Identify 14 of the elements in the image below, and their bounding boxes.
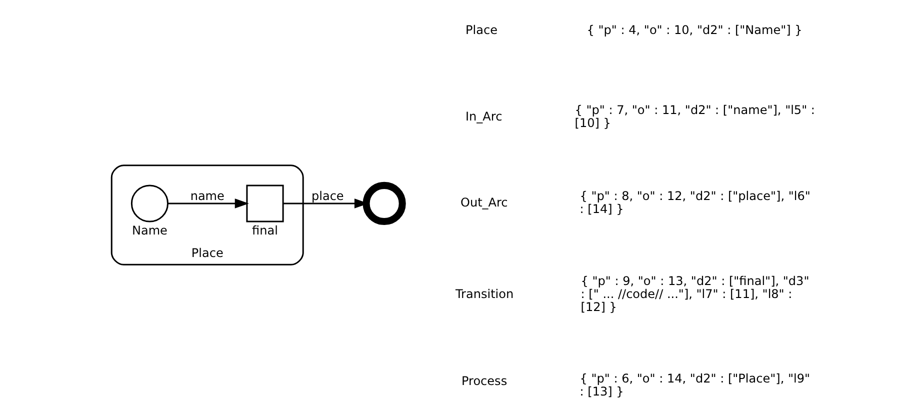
label: { "p" : 7, "o" : 11, "d2" : ["name"], "l5" : [10] } xyxy=(574,102,815,130)
edge-label: place xyxy=(312,188,344,203)
label: Out_Arc xyxy=(460,195,508,210)
label: Process xyxy=(462,374,508,388)
label: Transition xyxy=(455,286,514,300)
node-label: Name xyxy=(132,223,168,238)
label: In_Arc xyxy=(466,108,502,123)
label: { "p" : 8, "o" : 12, "d2" : ["place"], "l6" : [14] } xyxy=(580,188,810,216)
label: { "p" : 4, "o" : 10, "d2" : ["Name"] } xyxy=(586,22,802,37)
label: { "p" : 6, "o" : 14, "d2" : ["Place"], "l9" : [13] } xyxy=(580,371,810,398)
edge-label: name xyxy=(190,188,224,203)
label: Place xyxy=(466,22,498,37)
label: { "p" : 9, "o" : 13, "d2" : ["final"], "d3" : [" ... //code// ..."], "l7" : [11], "l8" : [12] } xyxy=(580,273,810,314)
node-label: final xyxy=(252,223,278,238)
